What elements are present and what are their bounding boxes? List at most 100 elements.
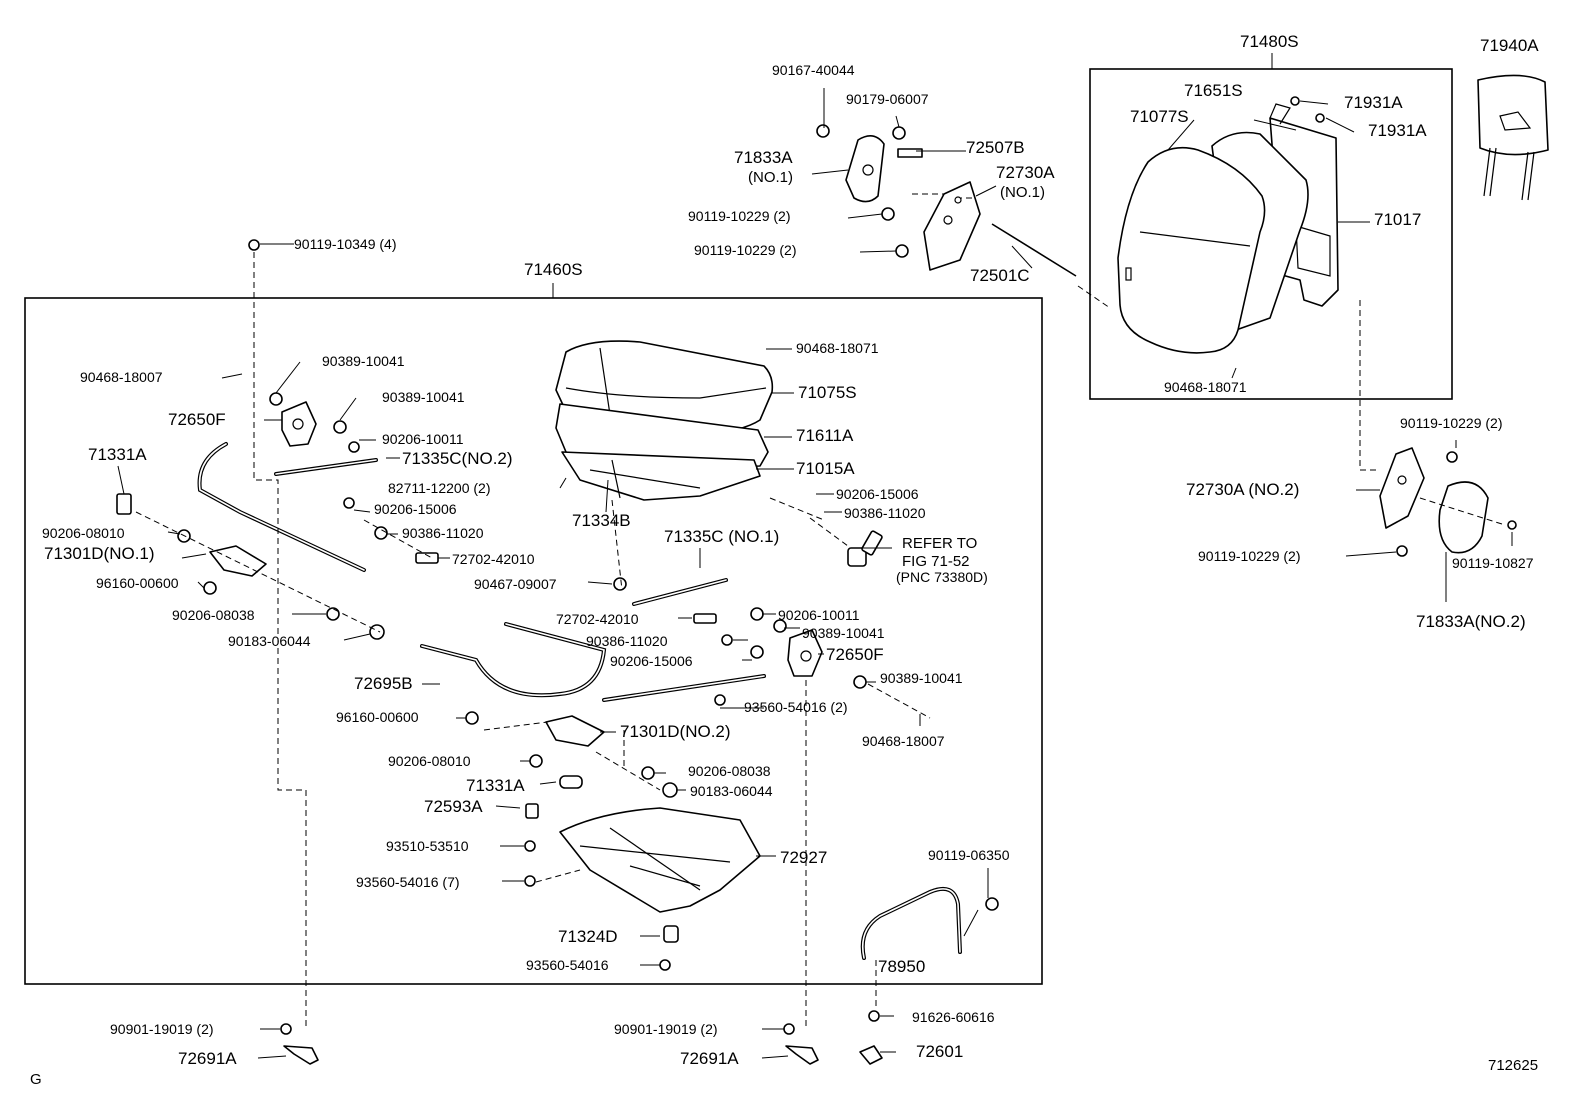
cushion-frame-part (561, 451, 761, 501)
label-72730A-no1: 72730A (996, 163, 1055, 182)
label-72691A-b: 72691A (680, 1049, 739, 1068)
seatback-cover-part (1117, 146, 1266, 354)
cable-no2 (274, 458, 378, 476)
label-90389-10041-a: 90389-10041 (322, 353, 405, 369)
label-90206-08038-a: 90206-08038 (172, 607, 255, 623)
cable-no1 (632, 578, 728, 606)
label-93560-54016-b: 93560-54016 (526, 957, 609, 973)
latch-right-part (787, 629, 823, 677)
mount-brackets (283, 1045, 819, 1065)
label-72927: 72927 (780, 848, 827, 867)
label-refer-1: REFER TO (902, 535, 977, 552)
recliner-bracket-no1-part (923, 181, 981, 271)
label-71833A-no1: 71833A (734, 148, 793, 167)
fasteners (116, 96, 1517, 1035)
label-71331A-b: 71331A (466, 776, 525, 795)
label-71324D: 71324D (558, 927, 618, 946)
label-72601: 72601 (916, 1042, 963, 1061)
label-90389-10041-c: 90389-10041 (802, 625, 885, 641)
label-90119-10229-a: 90119-10229 (2) (688, 208, 790, 224)
recliner-rod-part (991, 223, 1077, 277)
label-71334B: 71334B (572, 511, 631, 530)
label-72730A-no2: 72730A (NO.2) (1186, 480, 1299, 499)
label-71331A-a: 71331A (88, 445, 147, 464)
latch-cover-part (859, 1045, 883, 1065)
label-72702-42010-a: 72702-42010 (452, 551, 535, 567)
label-71017: 71017 (1374, 210, 1421, 229)
label-90468-18071-a: 90468-18071 (796, 340, 879, 356)
label-90901-19019-b: 90901-19019 (2) (614, 1021, 718, 1037)
label-96160-00600-b: 96160-00600 (336, 709, 419, 725)
label-90206-10011-b: 90206-10011 (778, 607, 860, 623)
label-90119-10229-c: 90119-10229 (2) (1400, 415, 1502, 431)
label-refer-3: (PNC 73380D) (896, 569, 988, 585)
label-90901-19019-a: 90901-19019 (2) (110, 1021, 214, 1037)
label-71301D-no1: 71301D(NO.1) (44, 544, 155, 563)
refer-latch-part (847, 530, 883, 567)
figure-id: 712625 (1488, 1057, 1538, 1074)
label-72507B: 72507B (966, 138, 1025, 157)
label-90119-06350: 90119-06350 (928, 847, 1010, 863)
label-72650F-a: 72650F (168, 410, 226, 429)
label-90183-06044-b: 90183-06044 (690, 783, 773, 799)
label-72593A: 72593A (424, 797, 483, 816)
label-93560-54016-7: 93560-54016 (7) (356, 874, 460, 890)
leader-lines (117, 88, 1513, 1059)
dashed-lines (135, 193, 1506, 1026)
label-90468-18071-b: 90468-18071 (1164, 379, 1247, 395)
label-90386-11020-b: 90386-11020 (844, 505, 926, 521)
seatback-assembly-box (1089, 68, 1453, 400)
label-71015A: 71015A (796, 459, 855, 478)
label-90468-18007-b: 90468-18007 (862, 733, 945, 749)
label-91626-60616: 91626-60616 (912, 1009, 995, 1025)
label-90206-15006-a: 90206-15006 (836, 486, 919, 502)
floor-handle-part (860, 887, 962, 960)
label-no1-a: (NO.1) (748, 169, 793, 186)
label-93510-53510: 93510-53510 (386, 838, 469, 854)
label-refer-2: FIG 71-52 (902, 553, 970, 570)
label-90467-09007: 90467-09007 (474, 576, 557, 592)
hinge-bracket-no2-part (545, 715, 605, 747)
label-71931A-b: 71931A (1368, 121, 1427, 140)
label-90386-11020-a: 90386-11020 (402, 525, 484, 541)
hinge-bracket-no1-part (209, 545, 267, 577)
label-93560-54016-a: 93560-54016 (2) (744, 699, 848, 715)
recliner-cover-no2-part (1438, 481, 1489, 554)
label-90119-10229-b: 90119-10229 (2) (694, 242, 796, 258)
label-90389-10041-b: 90389-10041 (382, 389, 465, 405)
label-90119-10229-d: 90119-10229 (2) (1198, 548, 1300, 564)
label-90206-08038-b: 90206-08038 (688, 763, 771, 779)
label-72650F-b: 72650F (826, 645, 884, 664)
label-90183-06044-a: 90183-06044 (228, 633, 311, 649)
label-71077S: 71077S (1130, 107, 1189, 126)
latch-left-part (281, 401, 317, 447)
label-71335C-no1: 71335C (NO.1) (664, 527, 779, 546)
seat-bottom-tray-part (559, 807, 761, 913)
part-labels: 71460S 71480S 71940A 90167-40044 90179-0… (30, 32, 1539, 1088)
label-90167-40044: 90167-40044 (772, 62, 855, 78)
corner-g-label: G (30, 1071, 42, 1088)
label-71075S: 71075S (798, 383, 857, 402)
label-90206-10011-a: 90206-10011 (382, 431, 464, 447)
label-71611A: 71611A (796, 426, 854, 445)
label-90119-10349: 90119-10349 (4) (294, 236, 396, 252)
label-90468-18007-a: 90468-18007 (80, 369, 163, 385)
cable-left (197, 442, 366, 572)
label-72691A-a: 72691A (178, 1049, 237, 1068)
label-72702-42010-b: 72702-42010 (556, 611, 639, 627)
cushion-assembly-box (24, 297, 1043, 985)
label-71931A-a: 71931A (1344, 93, 1403, 112)
label-71651S: 71651S (1184, 81, 1243, 100)
label-90206-08010-b: 90206-08010 (388, 753, 471, 769)
label-90206-08010-a: 90206-08010 (42, 525, 125, 541)
tray-stopper-part (663, 925, 679, 943)
cable-72695B (420, 622, 766, 702)
label-90119-10827: 90119-10827 (1452, 555, 1534, 571)
label-71301D-no2: 71301D(NO.2) (620, 722, 731, 741)
label-72695B: 72695B (354, 674, 413, 693)
label-71335C-no2: 71335C(NO.2) (402, 449, 513, 468)
label-82711-12200: 82711-12200 (2) (388, 480, 490, 496)
label-72501C: 72501C (970, 266, 1030, 285)
label-71460S: 71460S (524, 260, 583, 279)
